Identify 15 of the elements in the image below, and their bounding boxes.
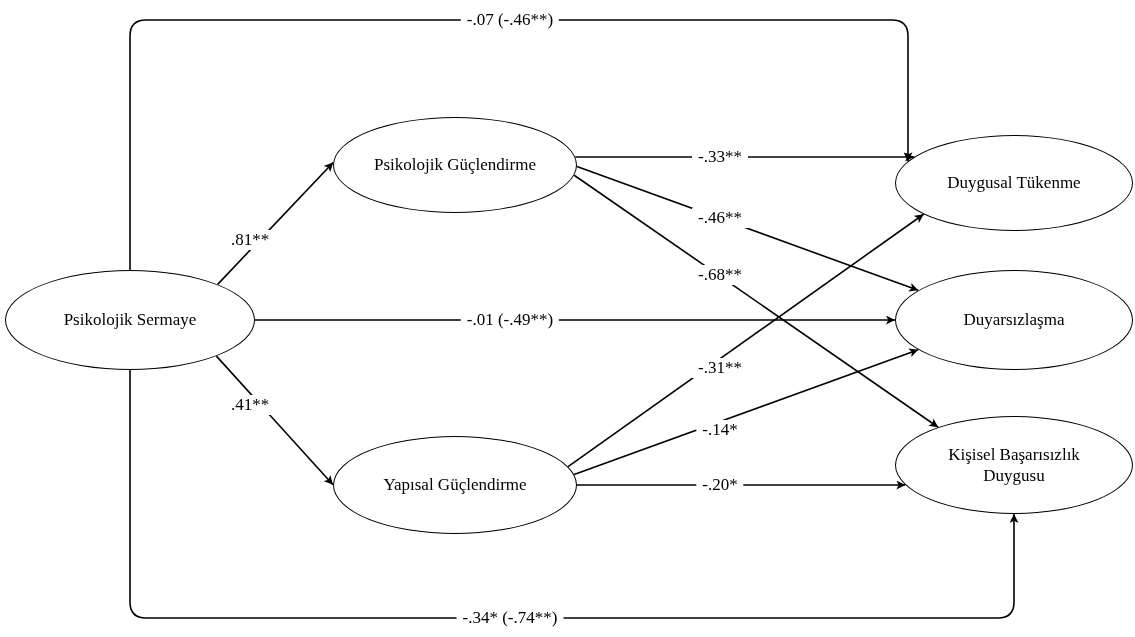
node-label: Duyarsızlaşma bbox=[963, 309, 1065, 331]
edge-label: -.34* (-.74**) bbox=[456, 608, 564, 628]
arrow bbox=[567, 213, 925, 468]
edge-label: -.07 (-.46**) bbox=[460, 10, 560, 30]
node-label: Psikolojik Güçlendirme bbox=[374, 154, 536, 176]
node-label: Kişisel Başarısızlık Duygusu bbox=[947, 443, 1081, 487]
arrow bbox=[573, 174, 939, 429]
node-label: Yapısal Güçlendirme bbox=[383, 474, 527, 496]
node-label: Psikolojik Sermaye bbox=[63, 309, 197, 331]
arrow bbox=[573, 348, 919, 476]
arrow bbox=[129, 19, 913, 271]
edge-label: -.46** bbox=[692, 208, 748, 228]
edge-label: -.01 (-.49**) bbox=[460, 310, 560, 330]
node-label: Duygusal Tükenme bbox=[947, 172, 1081, 194]
arrow bbox=[129, 369, 1019, 619]
